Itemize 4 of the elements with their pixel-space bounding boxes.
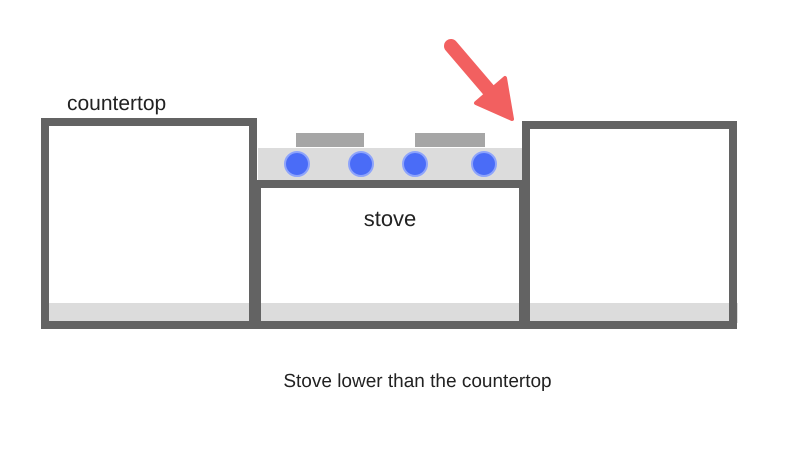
box-label: stove (362, 205, 418, 233)
caption: Stove lower than the countertop (282, 370, 553, 394)
cabinet-box (522, 121, 737, 329)
heading-label: countertop (67, 91, 166, 117)
